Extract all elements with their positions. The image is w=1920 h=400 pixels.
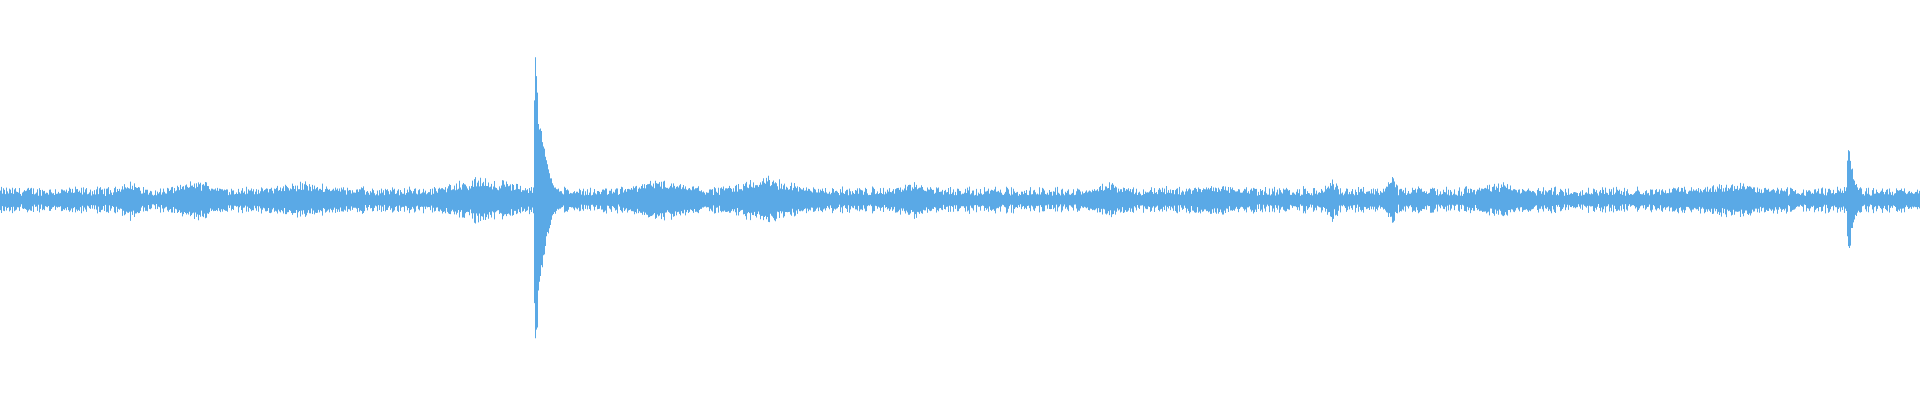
waveform-samples — [0, 57, 1920, 339]
